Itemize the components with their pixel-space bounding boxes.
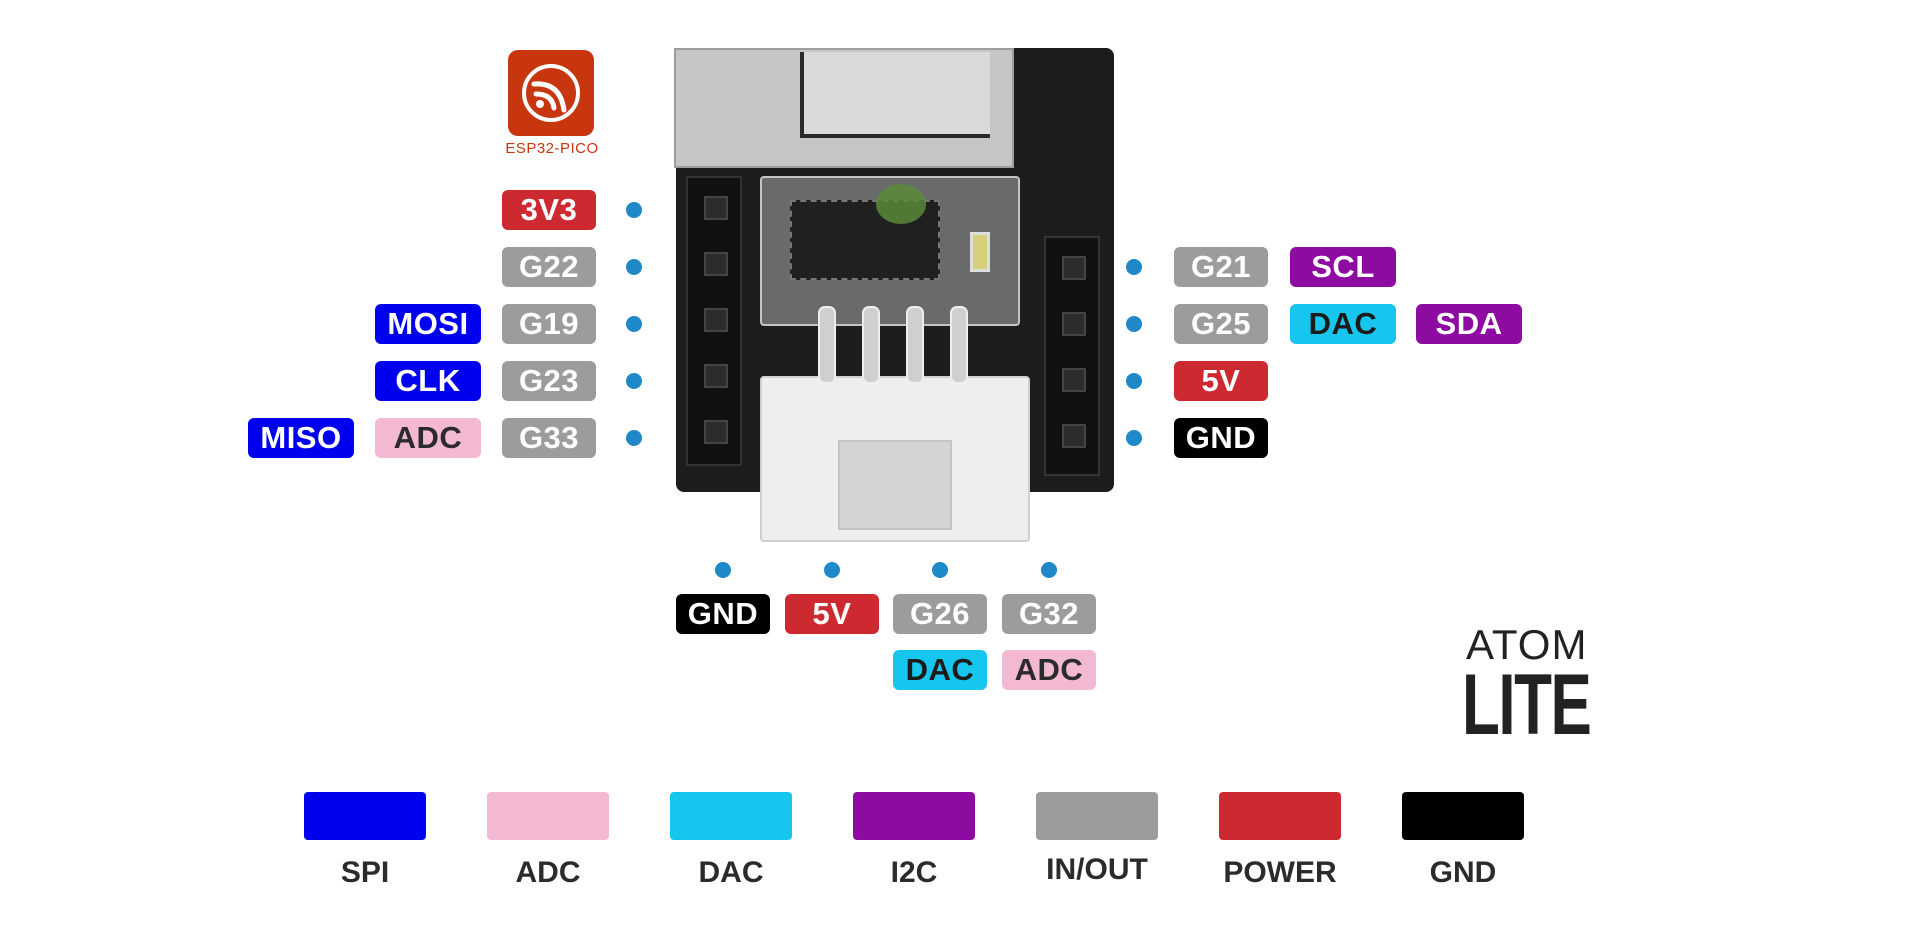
pin-dot [824,562,840,578]
pin-dot [1126,430,1142,446]
pin-label-5v: 5V [1174,361,1268,401]
func-label-clk: CLK [375,361,481,401]
pin-dot [715,562,731,578]
legend-label-adc: ADC [515,856,581,889]
pin-label-g21: G21 [1174,247,1268,287]
pin-label-gnd: GND [676,594,770,634]
pin-dot [1126,259,1142,275]
legend-swatch-adc [487,792,609,840]
pin-dot [1126,316,1142,332]
esp32-logo [508,50,594,136]
func-label-adc: ADC [375,418,481,458]
legend-label-gnd: GND [1429,856,1497,889]
left-header [686,176,742,466]
led [970,232,990,272]
legend-swatch-spi [304,792,426,840]
func-label-mosi: MOSI [375,304,481,344]
pin-dot [1041,562,1057,578]
grove-pin [818,306,836,384]
legend-swatch-gnd [1402,792,1524,840]
pin-label-gnd: GND [1174,418,1268,458]
legend-swatch-power [1219,792,1341,840]
pin-label-g22: G22 [502,247,596,287]
pin-dot [626,430,642,446]
legend-swatch-i2c [853,792,975,840]
pin-label-g33: G33 [502,418,596,458]
pin-label-g32: G32 [1002,594,1096,634]
func-label-scl: SCL [1290,247,1396,287]
grove-slot [838,440,952,530]
legend-swatch-dac [670,792,792,840]
pin-dot [1126,373,1142,389]
legend-label-spi: SPI [340,856,390,889]
pin-dot [626,202,642,218]
pin-label-g23: G23 [502,361,596,401]
legend-swatch-io [1036,792,1158,840]
antenna [800,52,990,138]
esp32-logo-text: ESP32-PICO [505,140,599,157]
grove-pin [906,306,924,384]
brand-lite: LITE [1462,657,1592,753]
pin-dot [626,259,642,275]
func-label-sda: SDA [1416,304,1522,344]
pin-label-3v3: 3V3 [502,190,596,230]
grove-pin [862,306,880,384]
legend-label-io: IN/OUT [1046,853,1148,886]
pin-label-g19: G19 [502,304,596,344]
pin-dot [626,373,642,389]
pin-label-g25: G25 [1174,304,1268,344]
pin-label-5v: 5V [785,594,879,634]
pin-label-g26: G26 [893,594,987,634]
chip-logo [876,184,926,224]
func-label-dac: DAC [893,650,987,690]
legend-label-dac: DAC [698,856,764,889]
pin-dot [932,562,948,578]
func-label-adc: ADC [1002,650,1096,690]
right-header [1044,236,1100,476]
legend-label-power: POWER [1223,856,1337,889]
pin-dot [626,316,642,332]
grove-pin [950,306,968,384]
brand-atom: ATOM [1466,621,1588,668]
func-label-miso: MISO [248,418,354,458]
legend-label-i2c: I2C [890,856,938,889]
wifi-icon [522,64,580,122]
func-label-dac: DAC [1290,304,1396,344]
